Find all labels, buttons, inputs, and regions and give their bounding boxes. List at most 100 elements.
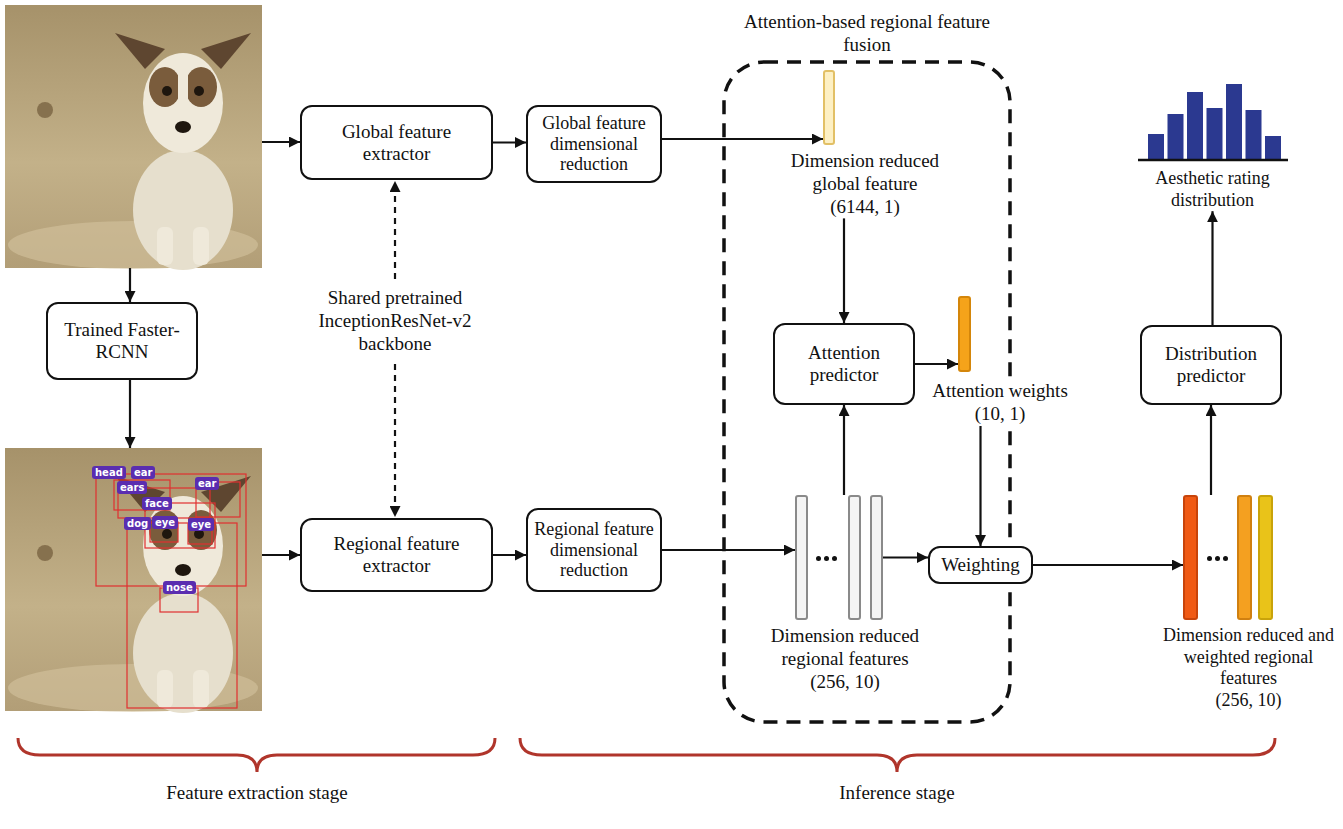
- node-label: Attention-based regional feature fusion: [737, 11, 997, 57]
- histogram-bar: [1265, 136, 1281, 160]
- box-label: Regional feature dimensional reduction: [534, 519, 654, 581]
- box-label: Global feature extractor: [308, 121, 485, 165]
- histogram-bar: [1226, 84, 1242, 160]
- detection-tag: dog: [124, 517, 151, 530]
- vector-group: [795, 495, 883, 620]
- node-label: (6144, 1): [830, 196, 900, 219]
- vector-bar: [1183, 495, 1198, 620]
- shared-arrow: [394, 181, 396, 279]
- dog-photo: [5, 448, 262, 713]
- feature-vector: Dimension reduced regional features(256,…: [765, 495, 925, 693]
- node-label: (256, 10): [810, 671, 880, 694]
- node-label: Dimension reduced global feature: [780, 150, 950, 196]
- detection-tag: head: [92, 466, 126, 479]
- process-box: Global feature dimensional reduction: [526, 105, 662, 183]
- ellipsis-dot: [1223, 556, 1228, 561]
- annotation-label: Shared pretrained InceptionResNet-v2 bac…: [285, 287, 505, 355]
- node-label: (10, 1): [975, 403, 1026, 426]
- curly-bracket: [18, 738, 495, 772]
- node-label: (256, 10): [1216, 690, 1282, 712]
- feature-vector: Dimension reduced and weighted regional …: [1165, 495, 1340, 711]
- detection-tag: eye: [152, 516, 178, 529]
- dog-photo: [5, 5, 262, 270]
- histogram-bar: [1148, 134, 1164, 160]
- box-label: Global feature dimensional reduction: [534, 113, 654, 175]
- vector-bar: [958, 296, 971, 372]
- detection-tag: ear: [195, 477, 219, 490]
- flow-connector: [493, 141, 526, 143]
- input-image: [5, 5, 262, 270]
- histogram-bar: [1168, 114, 1184, 160]
- vector-group: [958, 296, 971, 372]
- vector-group: [823, 70, 835, 145]
- process-box: Distribution predictor: [1140, 325, 1282, 405]
- box-label: Distribution predictor: [1148, 343, 1274, 387]
- feature-vector: Dimension reduced global feature(6144, 1…: [765, 70, 965, 218]
- text-stack: Dimension reduced global feature(6144, 1…: [780, 150, 950, 218]
- box-label: Regional feature extractor: [308, 533, 485, 577]
- detection-tag: face: [142, 497, 172, 510]
- flow-connector: [662, 549, 795, 551]
- process-box: Trained Faster-RCNN: [46, 302, 198, 380]
- detection-tag: ears: [117, 481, 147, 494]
- flow-arrow: [129, 380, 131, 448]
- node-label: Attention weights: [932, 380, 1068, 403]
- ellipsis-dot: [832, 556, 837, 561]
- histogram-bar: [1187, 92, 1203, 160]
- vector-group: [1183, 495, 1274, 620]
- bounding-box: [127, 523, 237, 708]
- text-stack: Attention weights(10, 1): [925, 380, 1075, 426]
- ellipsis-dot: [1207, 556, 1212, 561]
- process-box: Global feature extractor: [300, 105, 493, 180]
- detection-tag: nose: [163, 581, 196, 594]
- text-stack: Dimension reduced and weighted regional …: [1161, 625, 1336, 711]
- flow-connector: [1211, 211, 1213, 325]
- fusion-region: Attention-based regional feature fusionD…: [722, 5, 1012, 725]
- histogram: Aesthetic rating distribution: [1130, 80, 1295, 211]
- flow-connector: [915, 363, 958, 365]
- process-box: Attention predictor: [773, 323, 915, 405]
- process-box: Regional feature dimensional reduction: [526, 508, 662, 592]
- box-label: Weighting: [941, 554, 1020, 576]
- flow-connector: [1210, 405, 1212, 495]
- vector-bar: [795, 495, 808, 620]
- node-label: Aesthetic rating distribution: [1133, 168, 1293, 211]
- flow-connector: [493, 554, 526, 556]
- detection-tag: ear: [131, 466, 155, 479]
- flow-arrow: [262, 141, 300, 143]
- vector-bar: [848, 495, 861, 620]
- curly-bracket: [520, 738, 1275, 772]
- detection-boxes: [96, 474, 246, 708]
- ellipsis-dot: [1215, 556, 1220, 561]
- flow-arrow: [262, 554, 300, 556]
- histogram-baseline: [1138, 159, 1288, 162]
- process-box: Weighting: [928, 546, 1033, 584]
- flow-connector: [979, 426, 981, 546]
- box-label: Trained Faster-RCNN: [54, 319, 190, 363]
- flow-connector: [1033, 564, 1183, 566]
- vector-bar: [823, 70, 835, 145]
- flow-connector: [883, 556, 928, 558]
- process-box: Regional feature extractor: [300, 518, 493, 592]
- flow-connector: [662, 138, 823, 140]
- node-label: Dimension reduced regional features: [765, 625, 925, 671]
- text-stack: Dimension reduced regional features(256,…: [765, 625, 925, 693]
- flow-connector: [843, 405, 845, 495]
- bounding-box: [96, 474, 246, 586]
- stage-brackets: [18, 738, 1275, 772]
- box-label: Attention predictor: [781, 342, 907, 386]
- annotation-label: Inference stage: [747, 782, 1047, 805]
- annotation-label: Feature extraction stage: [97, 782, 417, 805]
- histogram-bar: [1207, 108, 1223, 160]
- shared-arrow: [394, 364, 396, 517]
- vector-bar: [1258, 495, 1273, 620]
- vector-bar: [870, 495, 883, 620]
- histogram-chart: [1138, 80, 1288, 162]
- flow-arrow: [129, 268, 131, 302]
- text-stack: Aesthetic rating distribution: [1133, 168, 1293, 211]
- vector-bar: [1237, 495, 1252, 620]
- feature-vector: Attention weights(10, 1): [925, 296, 1075, 426]
